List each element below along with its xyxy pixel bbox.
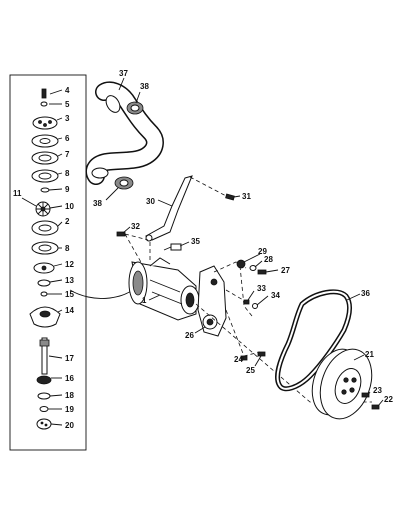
callout-31: 31 [242, 192, 251, 201]
callout-25: 25 [246, 366, 255, 375]
callout-27: 27 [281, 266, 290, 275]
pump-mount-bracket [197, 265, 251, 337]
callout-34: 34 [271, 291, 280, 300]
callout-12: 12 [65, 260, 74, 269]
callout-22: 22 [384, 395, 393, 404]
callout-17: 17 [65, 354, 74, 363]
callout-24: 24 [234, 355, 243, 364]
callout-23: 23 [373, 386, 382, 395]
callout-6: 6 [65, 134, 70, 143]
callout-16: 16 [65, 374, 74, 383]
callout-2: 2 [65, 217, 70, 226]
callout-21: 21 [365, 350, 374, 359]
callout-9: 9 [65, 185, 70, 194]
inset-parts-stack [29, 88, 61, 430]
support-bracket [145, 175, 235, 242]
callout-28: 28 [264, 255, 273, 264]
callout-29: 29 [258, 247, 267, 256]
main-leader-lines [105, 77, 384, 407]
callout-38-top: 38 [140, 82, 149, 91]
callout-37: 37 [119, 69, 128, 78]
callout-8-upper: 8 [65, 169, 70, 178]
callout-4: 4 [65, 86, 70, 95]
callout-20: 20 [65, 421, 74, 430]
component-inset-panel [9, 74, 135, 451]
callout-8-lower: 8 [65, 244, 70, 253]
callout-1: 1 [142, 296, 147, 305]
pulley [311, 348, 380, 420]
callout-19: 19 [65, 405, 74, 414]
callout-35: 35 [191, 237, 200, 246]
callout-33: 33 [257, 284, 266, 293]
callout-11: 11 [13, 189, 22, 198]
callout-14: 14 [65, 306, 74, 315]
mount-hardware [236, 259, 267, 361]
hose-assembly [85, 81, 164, 190]
callout-15: 15 [65, 290, 74, 299]
callout-18: 18 [65, 391, 74, 400]
callout-13: 13 [65, 276, 74, 285]
small-hardware [116, 231, 182, 251]
drive-belt [275, 289, 353, 392]
callout-5: 5 [65, 100, 70, 109]
callout-38-bottom: 38 [93, 199, 102, 208]
inset-leader-lines [21, 89, 63, 426]
water-pump [128, 257, 200, 321]
callout-36: 36 [361, 289, 370, 298]
callout-labels: 4 5 3 6 7 8 9 11 10 2 8 12 13 15 14 17 1… [13, 69, 393, 430]
callout-30: 30 [146, 197, 155, 206]
callout-3: 3 [65, 114, 70, 123]
callout-10: 10 [65, 202, 74, 211]
callout-26: 26 [185, 331, 194, 340]
callout-32: 32 [131, 222, 140, 231]
callout-7: 7 [65, 150, 70, 159]
